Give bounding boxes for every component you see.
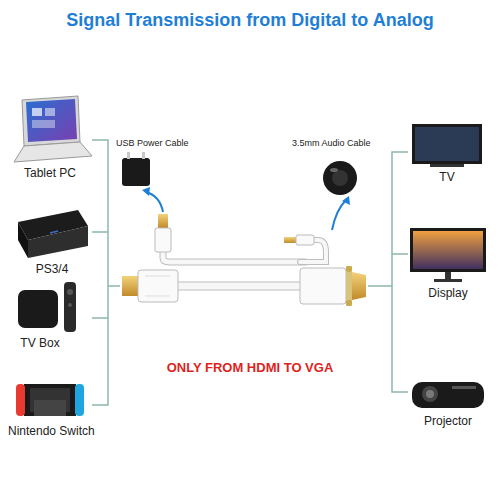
connection-bracket bbox=[368, 152, 408, 392]
warning-note: ONLY FROM HDMI TO VGA bbox=[167, 360, 334, 376]
device-label: Tablet PC bbox=[24, 166, 76, 180]
device-label: Projector bbox=[424, 414, 472, 428]
monitor-icon bbox=[410, 228, 486, 282]
game-console-icon bbox=[16, 384, 84, 416]
arrowhead bbox=[342, 196, 350, 205]
pointer-arrow bbox=[332, 200, 346, 230]
cable-label: USB Power Cable bbox=[116, 138, 189, 149]
console-icon bbox=[18, 210, 88, 258]
arrowhead bbox=[142, 187, 150, 196]
cable-label: 3.5mm Audio Cable bbox=[292, 138, 371, 149]
device-label: TV Box bbox=[20, 336, 59, 350]
hdmi-plug bbox=[122, 270, 178, 302]
device-label: Nintendo Switch bbox=[8, 424, 95, 438]
audio-jack bbox=[284, 235, 314, 245]
device-label: Display bbox=[428, 286, 467, 300]
device-label: TV bbox=[439, 170, 454, 184]
usb-plug bbox=[155, 214, 171, 252]
usb-adapter-icon bbox=[122, 152, 150, 186]
projector-icon bbox=[412, 382, 484, 408]
device-label: PS3/4 bbox=[36, 262, 69, 276]
tv-box-icon bbox=[18, 282, 76, 332]
diagram-title: Signal Transmission from Digital to Anal… bbox=[66, 10, 433, 32]
laptop-icon bbox=[14, 96, 92, 162]
connection-bracket bbox=[92, 140, 120, 405]
speaker-icon bbox=[323, 161, 357, 195]
tv-icon bbox=[412, 124, 482, 167]
vga-plug bbox=[300, 266, 366, 306]
